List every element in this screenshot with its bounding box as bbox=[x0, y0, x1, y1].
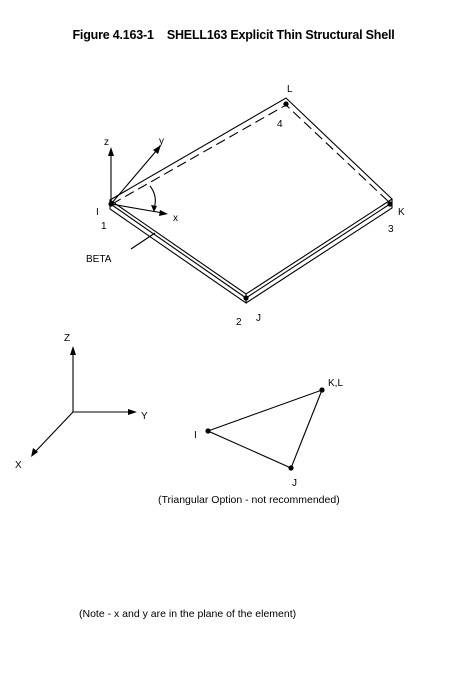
plane-note: (Note - x and y are in the plane of the … bbox=[79, 608, 296, 620]
global-z-label: Z bbox=[64, 333, 70, 344]
plate-right-shade bbox=[245, 203, 391, 299]
node-marker-l bbox=[283, 101, 289, 107]
plate-front-edge bbox=[109, 200, 247, 305]
node-marker-k bbox=[387, 201, 393, 207]
global-z-arrowhead bbox=[70, 346, 76, 355]
global-y-label: Y bbox=[141, 411, 148, 422]
triangle-node-marker-j bbox=[288, 465, 294, 471]
global-x-arrowhead bbox=[31, 448, 38, 457]
triangle-caption: (Triangular Option - not recommended) bbox=[158, 494, 340, 506]
local-z-arrowhead bbox=[108, 147, 114, 156]
node-markers bbox=[108, 101, 393, 301]
node-number-1: 1 bbox=[101, 221, 107, 232]
local-axes bbox=[108, 145, 168, 250]
local-y-label: y bbox=[159, 136, 164, 147]
local-y-axis bbox=[110, 149, 158, 205]
plate-top-face bbox=[108, 97, 393, 295]
triangle-element bbox=[205, 387, 325, 471]
plate-front-shade bbox=[111, 204, 247, 299]
figure-title: Figure 4.163-1 SHELL163 Explicit Thin St… bbox=[72, 28, 395, 42]
triangle-node-marker-kl bbox=[319, 387, 325, 393]
node-label-l: L bbox=[287, 84, 293, 95]
local-z-label: z bbox=[104, 137, 109, 148]
triangle-node-label-j: J bbox=[292, 478, 297, 489]
node-number-4: 4 bbox=[277, 119, 283, 130]
beta-label: BETA bbox=[86, 254, 112, 265]
node-marker-j bbox=[243, 295, 249, 301]
global-axes bbox=[31, 346, 137, 457]
triangle-node-marker-i bbox=[205, 428, 211, 434]
triangle-node-label-i: I bbox=[194, 430, 197, 441]
beta-arc-arrowhead bbox=[151, 205, 157, 212]
global-x-axis bbox=[34, 411, 74, 453]
local-x-arrowhead bbox=[159, 210, 168, 216]
node-number-2: 2 bbox=[236, 317, 242, 328]
local-x-label: x bbox=[173, 213, 178, 224]
node-label-i: I bbox=[96, 207, 99, 218]
local-y-arrowhead bbox=[153, 145, 161, 154]
node-number-3: 3 bbox=[388, 224, 394, 235]
triangle-node-label-kl: K,L bbox=[328, 378, 343, 389]
node-label-j: J bbox=[256, 313, 261, 324]
global-x-label: X bbox=[15, 460, 22, 471]
beta-leader-line bbox=[130, 232, 156, 250]
triangle-outline bbox=[206, 389, 323, 469]
plate-right-edge bbox=[245, 199, 393, 304]
local-x-axis bbox=[110, 203, 164, 214]
global-y-arrowhead bbox=[128, 409, 137, 415]
shell-plate bbox=[108, 97, 393, 305]
node-label-k: K bbox=[398, 207, 405, 218]
